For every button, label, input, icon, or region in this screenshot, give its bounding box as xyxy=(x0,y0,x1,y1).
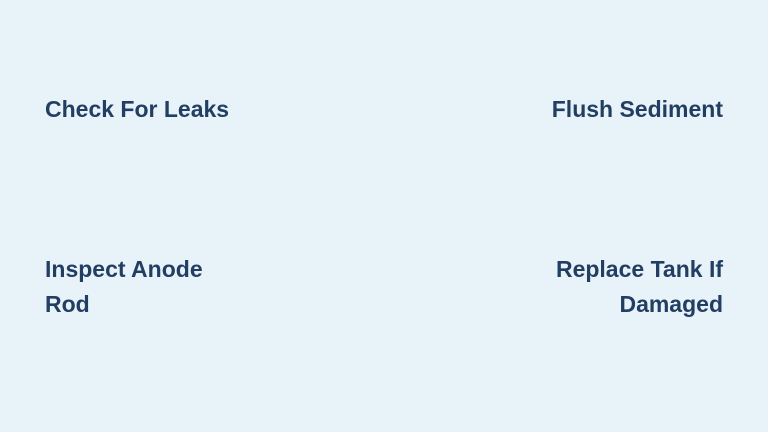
tip-check-for-leaks: Check For Leaks xyxy=(45,96,230,122)
tip-replace-tank: Replace Tank If Damaged xyxy=(555,256,723,317)
tip-inspect-anode-rod: Inspect Anode Rod xyxy=(45,256,203,317)
tip-flush-sediment: Flush Sediment xyxy=(551,96,723,122)
